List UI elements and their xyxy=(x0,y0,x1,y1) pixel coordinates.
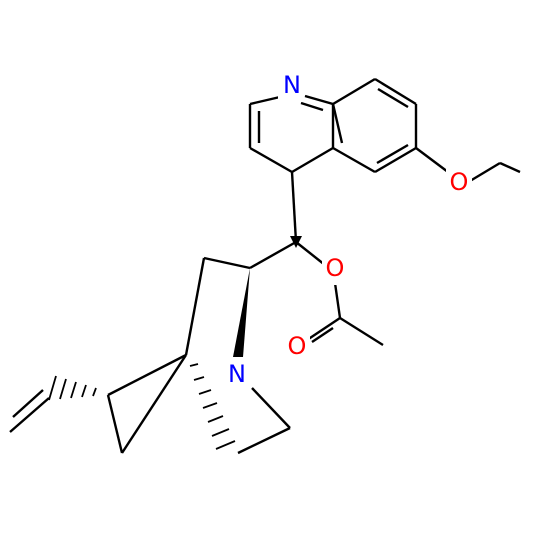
bond xyxy=(415,147,449,173)
bond xyxy=(376,143,409,165)
bond xyxy=(290,171,298,243)
bond xyxy=(249,240,297,270)
bond xyxy=(311,327,334,343)
bond xyxy=(332,146,376,174)
bond xyxy=(249,146,293,174)
bonds xyxy=(9,77,521,455)
bond xyxy=(106,394,124,454)
bond xyxy=(300,101,324,112)
bond xyxy=(333,282,342,319)
bond xyxy=(251,387,291,429)
bond xyxy=(499,161,521,174)
atom-label-o-methoxy: O xyxy=(450,168,469,196)
bond xyxy=(374,77,417,106)
bond xyxy=(9,397,50,433)
bond xyxy=(291,146,334,174)
bond xyxy=(377,87,409,109)
bond xyxy=(237,426,291,455)
atom-label-n-quinuclidine: N xyxy=(228,360,246,388)
hashed-bond xyxy=(189,363,236,450)
bond xyxy=(107,353,187,397)
bond xyxy=(295,241,326,266)
atom-label-o-ester: O xyxy=(326,254,345,282)
bond xyxy=(469,161,501,183)
wedge-bond xyxy=(233,268,250,357)
bond xyxy=(331,103,344,144)
hashed-bond xyxy=(48,375,97,401)
bond xyxy=(249,95,281,106)
bond xyxy=(203,256,251,270)
bond xyxy=(374,146,417,174)
bond xyxy=(120,354,188,454)
bond xyxy=(306,317,341,341)
bond xyxy=(339,316,384,347)
bond xyxy=(12,389,44,418)
atom-label-o-carbonyl: O xyxy=(288,332,307,360)
bond xyxy=(184,257,206,356)
atom-labels: N O O O N xyxy=(224,71,472,390)
bond xyxy=(332,77,376,106)
atom-label-n-quinoline: N xyxy=(283,71,301,99)
bond xyxy=(304,94,334,106)
